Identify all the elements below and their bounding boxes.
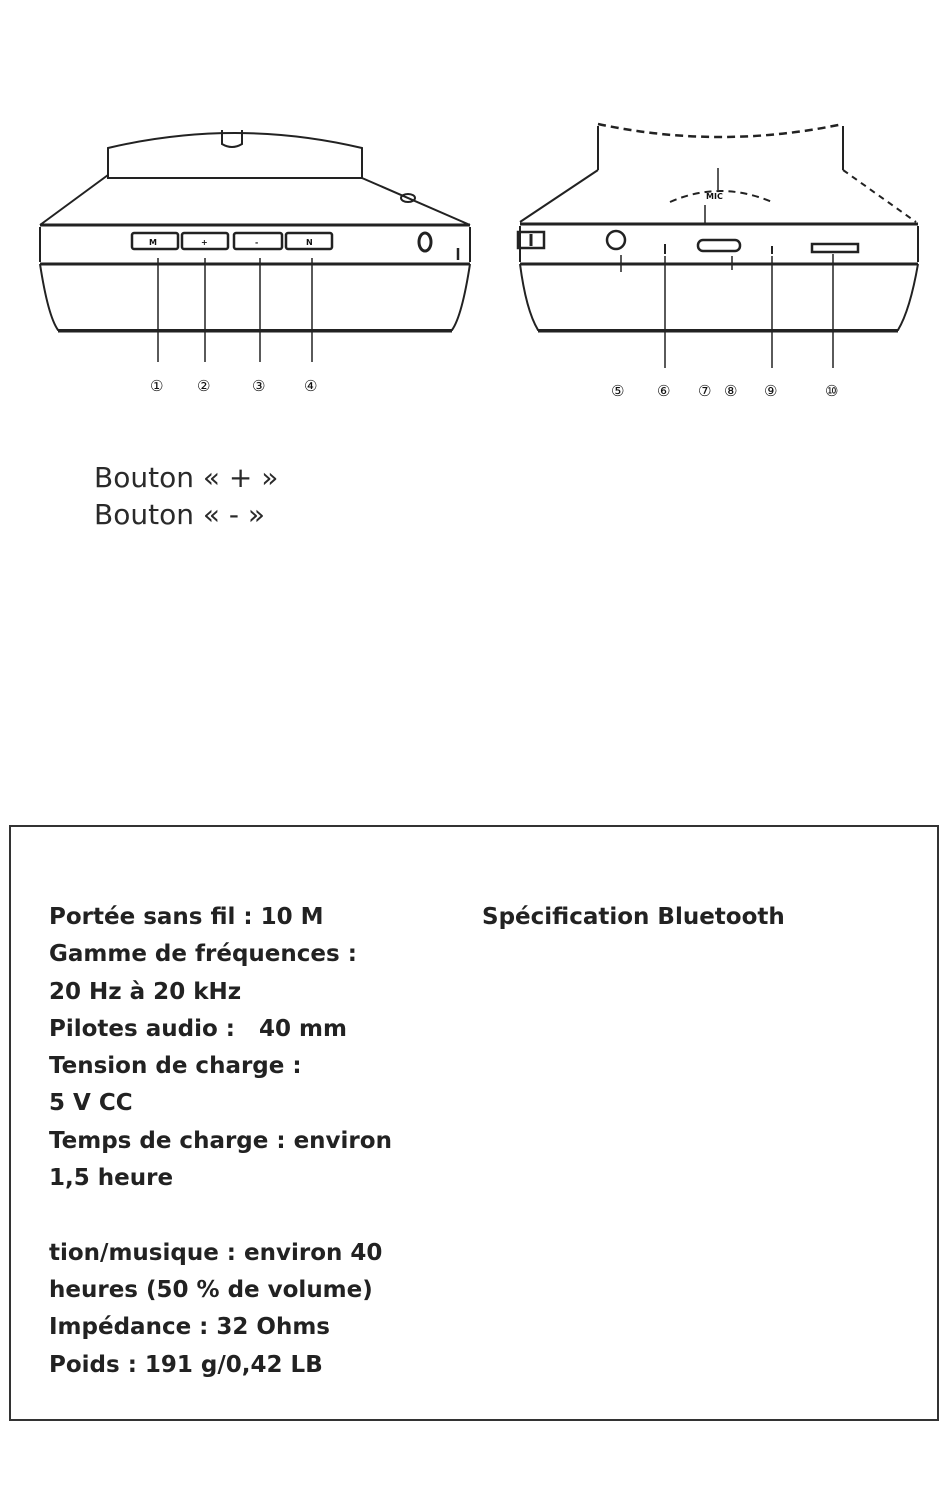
- button-label-next: N: [306, 238, 313, 247]
- callout-10: ⑩: [825, 382, 838, 400]
- button-label-minus: -: [255, 238, 258, 247]
- spec-line-playtime-detail: heures (50 % de volume): [49, 1276, 373, 1303]
- spec-title: Spécification Bluetooth: [482, 904, 785, 930]
- spec-line-frequency-value: 20 Hz à 20 kHz: [49, 978, 242, 1005]
- annotation-minus-button: Bouton « - »: [94, 498, 266, 531]
- left-earcup-diagram: [39, 130, 471, 362]
- callout-4: ④: [304, 377, 317, 395]
- callout-8: ⑧: [724, 382, 737, 400]
- callout-1: ①: [150, 377, 163, 395]
- specification-box: Portée sans fil : 10 M Gamme de fréquenc…: [9, 825, 939, 1421]
- callout-6: ⑥: [657, 382, 670, 400]
- mic-label: MIC: [706, 192, 723, 201]
- spec-line-playtime: tion/musique : environ 40: [49, 1239, 383, 1266]
- button-label-plus: +: [201, 238, 208, 247]
- spec-line-charge-time-label: Temps de charge : environ: [49, 1127, 392, 1154]
- callout-5: ⑤: [611, 382, 624, 400]
- callout-2: ②: [197, 377, 210, 395]
- callout-9: ⑨: [764, 382, 777, 400]
- spec-line-drivers: Pilotes audio : 40 mm: [49, 1015, 347, 1042]
- right-earcup-diagram: [516, 122, 919, 368]
- spec-line-voltage-label: Tension de charge :: [49, 1053, 302, 1080]
- button-label-mode: M: [149, 238, 157, 247]
- annotation-plus-button: Bouton « + »: [94, 461, 279, 494]
- spec-line-voltage-value: 5 V CC: [49, 1090, 133, 1117]
- spec-line-weight: Poids : 191 g/0,42 LB: [49, 1351, 323, 1378]
- spec-line-impedance: Impédance : 32 Ohms: [49, 1314, 330, 1341]
- spec-list: Portée sans fil : 10 M Gamme de fréquenc…: [49, 899, 469, 1384]
- spec-line-charge-time-value: 1,5 heure: [49, 1165, 174, 1192]
- headphone-diagrams: M + - N ① ② ③ ④: [39, 122, 919, 400]
- spec-line-range: Portée sans fil : 10 M: [49, 904, 324, 930]
- spec-line-blank: [49, 1197, 469, 1234]
- callout-7: ⑦: [698, 382, 711, 400]
- spec-line-frequency-label: Gamme de fréquences :: [49, 941, 357, 968]
- callout-3: ③: [252, 377, 265, 395]
